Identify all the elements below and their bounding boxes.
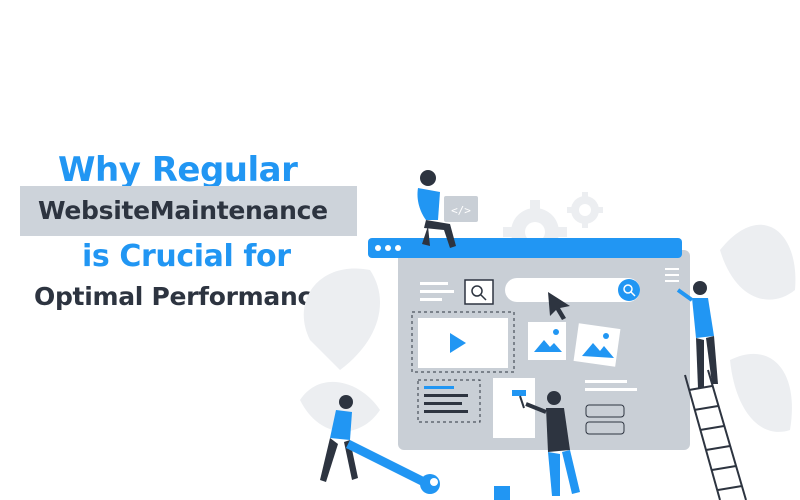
headline-line-4: Optimal Performance [34, 282, 329, 311]
maintenance-illustration: </> [280, 140, 800, 500]
text-block [417, 379, 481, 423]
wrench-icon [346, 440, 440, 494]
hero-headline: Why Regular WebsiteMaintenance is Crucia… [0, 0, 380, 500]
search-bar [505, 278, 640, 302]
person-with-wrench [320, 395, 358, 482]
content-placeholders [585, 380, 637, 435]
paint-roller-icon [494, 390, 526, 500]
person-on-ladder [676, 281, 718, 388]
hamburger-menu-icon [665, 268, 679, 282]
person-with-laptop [417, 170, 478, 248]
headline-highlight-band [20, 186, 357, 236]
headline-line-1: Why Regular [58, 150, 298, 190]
code-icon: </> [451, 204, 471, 217]
painted-panel [493, 378, 535, 438]
person-with-roller [525, 391, 580, 496]
headline-line-3: is Crucial for [82, 239, 291, 274]
play-icon [450, 333, 466, 353]
decorative-leaves [300, 224, 796, 432]
headline-line-2: WebsiteMaintenance [38, 196, 328, 225]
image-icon [573, 323, 621, 367]
ladder-icon [684, 369, 747, 500]
gear-icon [567, 192, 603, 228]
search-icon [464, 279, 494, 305]
nav-lines [420, 282, 454, 301]
image-icon [528, 322, 566, 360]
cursor-arrow-icon [548, 292, 570, 320]
